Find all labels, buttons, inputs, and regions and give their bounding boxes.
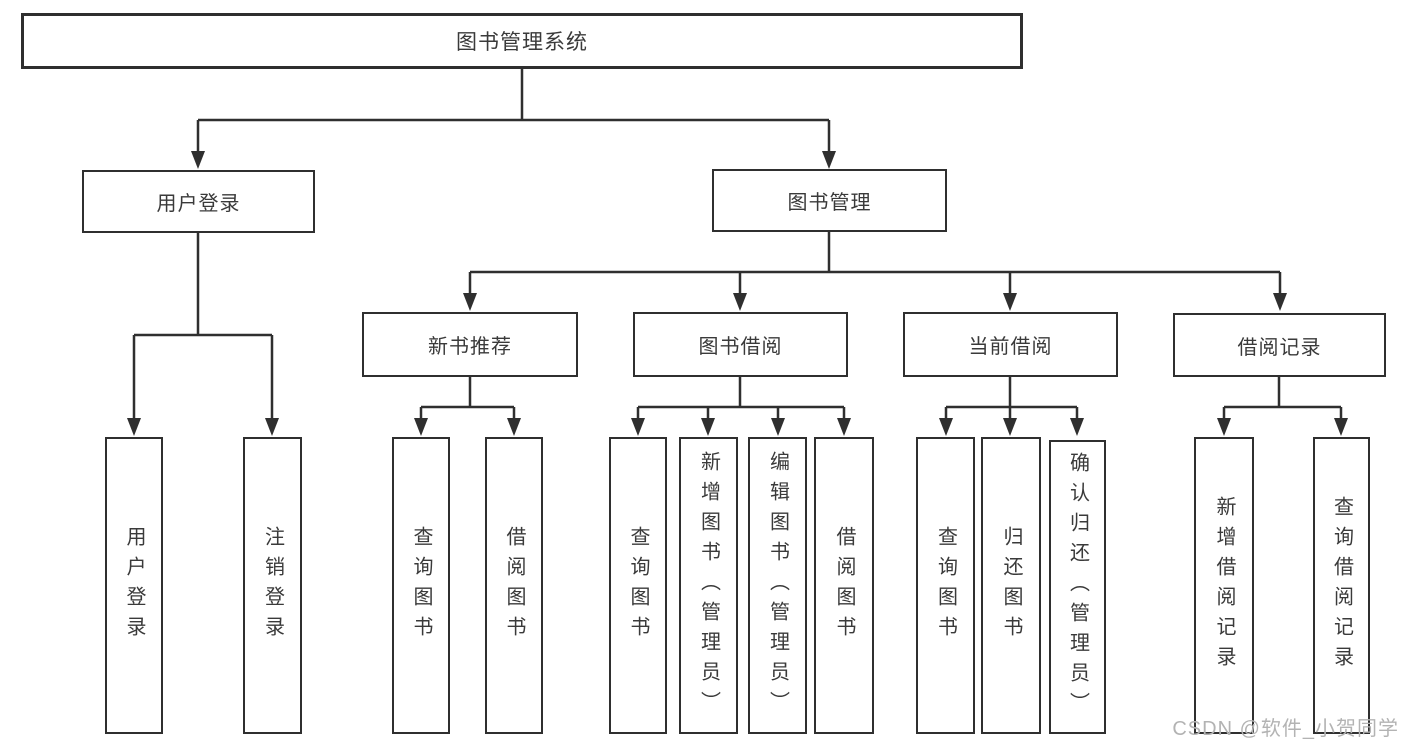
leaf-query-borrow-record-label: 查询借阅记录 — [1330, 495, 1353, 676]
leaf-query-borrow-record: 查询借阅记录 — [1313, 437, 1370, 734]
leaf-borrow-books-recommend-label: 借阅图书 — [503, 525, 525, 646]
leaf-user-login: 用户登录 — [105, 437, 163, 734]
node-book-borrowing: 图书借阅 — [633, 312, 848, 377]
node-new-book-recommendation: 新书推荐 — [362, 312, 578, 377]
leaf-return-books-label: 归还图书 — [1000, 525, 1022, 646]
leaf-borrow-books-label: 借阅图书 — [833, 525, 855, 646]
node-book-management: 图书管理 — [712, 169, 947, 232]
leaf-query-books-current: 查询图书 — [916, 437, 975, 734]
leaf-return-books: 归还图书 — [981, 437, 1041, 734]
leaf-add-books-admin-label: 新增图书（管理员） — [697, 450, 720, 721]
leaf-borrow-books: 借阅图书 — [814, 437, 874, 734]
leaf-query-books-borrow-label: 查询图书 — [627, 525, 649, 646]
leaf-add-books-admin: 新增图书（管理员） — [679, 437, 738, 734]
leaf-edit-books-admin-label: 编辑图书（管理员） — [766, 450, 789, 721]
leaf-user-login-label: 用户登录 — [123, 525, 145, 646]
node-borrowing-records: 借阅记录 — [1173, 313, 1386, 377]
leaf-query-books-recommend: 查询图书 — [392, 437, 450, 734]
leaf-add-borrow-record: 新增借阅记录 — [1194, 437, 1254, 734]
node-user-login: 用户登录 — [82, 170, 315, 233]
leaf-confirm-return-admin-label: 确认归还（管理员） — [1066, 452, 1089, 722]
leaf-add-borrow-record-label: 新增借阅记录 — [1213, 495, 1235, 676]
node-current-borrowing: 当前借阅 — [903, 312, 1118, 377]
leaf-query-books-recommend-label: 查询图书 — [410, 525, 432, 646]
leaf-borrow-books-recommend: 借阅图书 — [485, 437, 543, 734]
leaf-logout-label: 注销登录 — [261, 525, 284, 646]
leaf-edit-books-admin: 编辑图书（管理员） — [748, 437, 807, 734]
csdn-watermark: CSDN @软件_小贺同学 — [1172, 718, 1399, 740]
node-library-management-system: 图书管理系统 — [21, 13, 1023, 69]
leaf-query-books-current-label: 查询图书 — [934, 525, 957, 646]
leaf-logout: 注销登录 — [243, 437, 302, 734]
leaf-confirm-return-admin: 确认归还（管理员） — [1049, 440, 1106, 734]
leaf-query-books-borrow: 查询图书 — [609, 437, 667, 734]
